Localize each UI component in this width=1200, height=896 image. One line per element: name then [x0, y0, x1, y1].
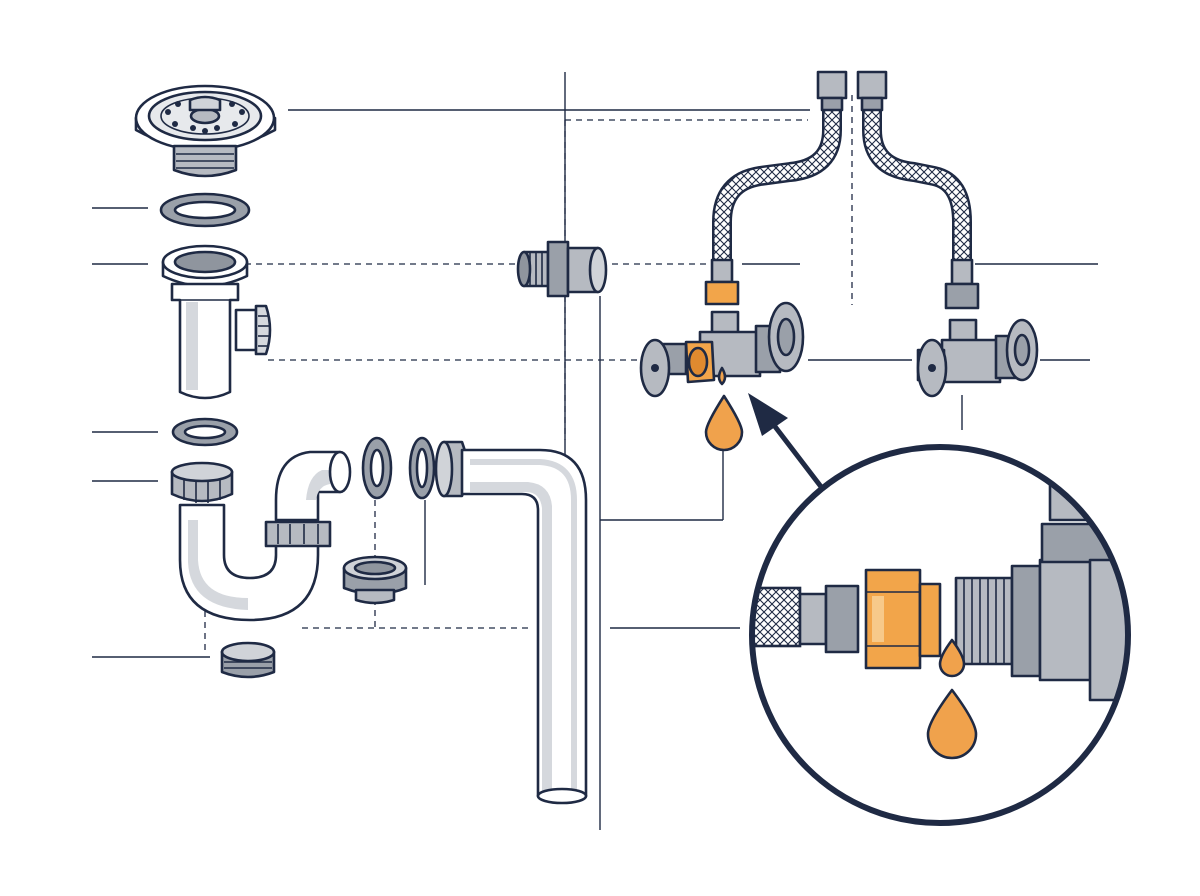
- shutoff-valve-icon: [639, 301, 805, 398]
- slip-nut-icon: [342, 555, 408, 605]
- shutoff-valve-icon: [916, 318, 1039, 398]
- p-trap-icon: [170, 450, 352, 622]
- cleanout-plug-icon: [220, 641, 276, 679]
- magnifier-callout-icon: [749, 444, 1131, 826]
- braided-supply-hose-icon: [704, 70, 980, 310]
- gasket-icon: [159, 192, 251, 228]
- sink-strainer-icon: [134, 84, 277, 178]
- drain-pipe-icon: [460, 448, 588, 805]
- callout-arrow: [748, 393, 824, 490]
- tailpiece-icon: [161, 244, 272, 400]
- slip-nut-icon: [361, 436, 469, 500]
- leak-drop-icon: [704, 366, 744, 452]
- pipe-adapter-icon: [516, 240, 608, 298]
- gasket-icon: [171, 417, 239, 447]
